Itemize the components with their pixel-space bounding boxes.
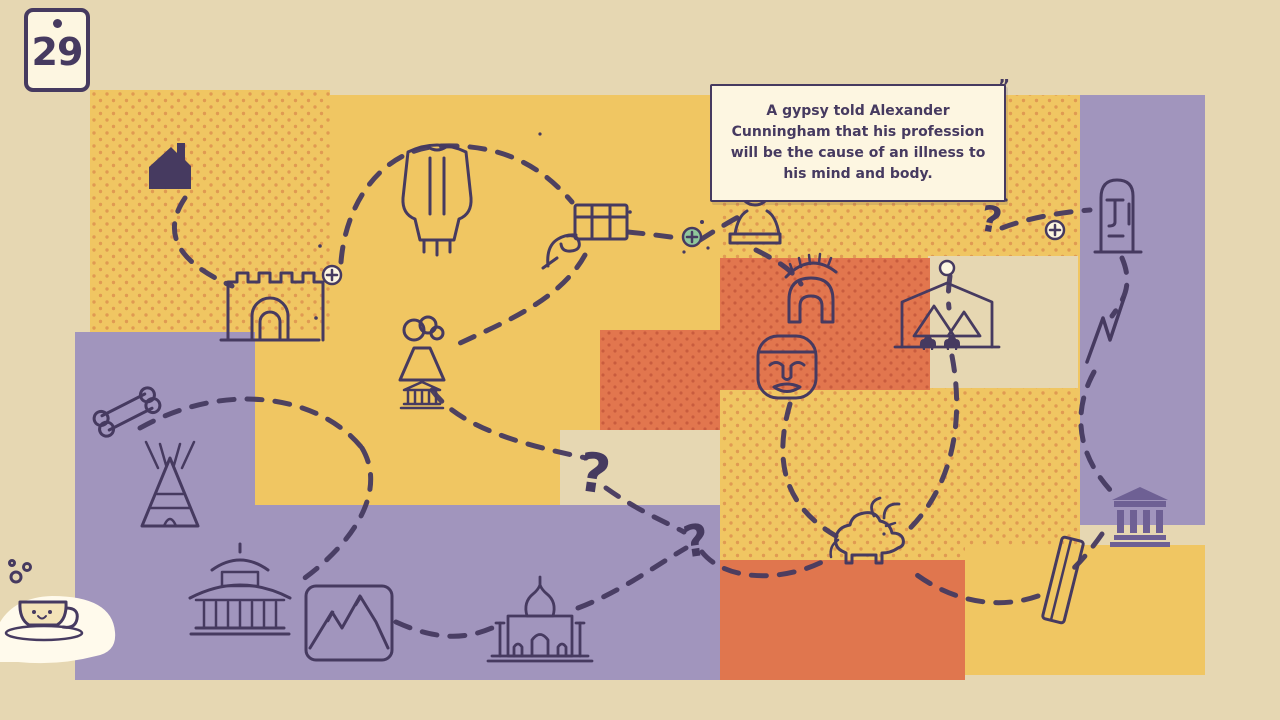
hand-crate-icon[interactable] (541, 203, 629, 270)
map-regions (75, 90, 1205, 680)
armor-cuirass-icon[interactable] (401, 143, 473, 257)
quote-mark: ” (998, 76, 1010, 97)
region-yellow-middle[interactable] (255, 95, 720, 505)
mountains-icon[interactable] (304, 584, 394, 662)
plus-marker[interactable] (321, 264, 343, 286)
zebu-bull-icon[interactable] (829, 496, 905, 565)
region-orange-center[interactable] (600, 258, 930, 430)
castle-gate-icon[interactable] (219, 271, 325, 342)
spartan-helmet-icon[interactable] (784, 252, 838, 324)
plus-marker[interactable] (1044, 219, 1066, 241)
camel-caravan-icon[interactable] (893, 281, 1001, 350)
plus-marker-green[interactable] (681, 226, 703, 248)
hint-text: A gypsy told Alexander Cunningham that h… (730, 103, 986, 182)
counter-value: 29 (31, 30, 84, 74)
region-purple-left[interactable] (75, 332, 720, 680)
region-yellow-bottomright[interactable] (965, 545, 1205, 675)
volcano-temple-icon[interactable] (398, 315, 446, 410)
greek-temple-icon[interactable] (1110, 487, 1170, 547)
olmec-head-icon[interactable] (756, 334, 818, 400)
question-marker[interactable]: ? (575, 440, 615, 507)
pagoda-icon[interactable] (188, 542, 292, 636)
zigzag-peaks-icon (1085, 296, 1126, 364)
teepee-icon[interactable] (140, 440, 200, 528)
trail-paths (137, 143, 1130, 639)
region-yellow-topleft[interactable] (90, 90, 330, 332)
hint-tooltip: ” A gypsy told Alexander Cunningham that… (710, 76, 1010, 202)
taj-mahal-icon[interactable] (486, 575, 594, 663)
house-icon[interactable] (149, 143, 191, 189)
teacup-icon (4, 559, 84, 642)
svg-text:?: ? (575, 440, 615, 507)
day-counter: 29 (24, 8, 90, 92)
moai-icon[interactable] (1093, 178, 1143, 254)
bone-icon[interactable] (92, 385, 163, 438)
leaning-tower-icon[interactable] (1041, 535, 1085, 625)
counter-dot (52, 19, 62, 28)
node-marker[interactable] (938, 259, 956, 277)
region-purple-right[interactable] (1080, 95, 1205, 525)
teacup-mascot[interactable] (0, 559, 116, 664)
